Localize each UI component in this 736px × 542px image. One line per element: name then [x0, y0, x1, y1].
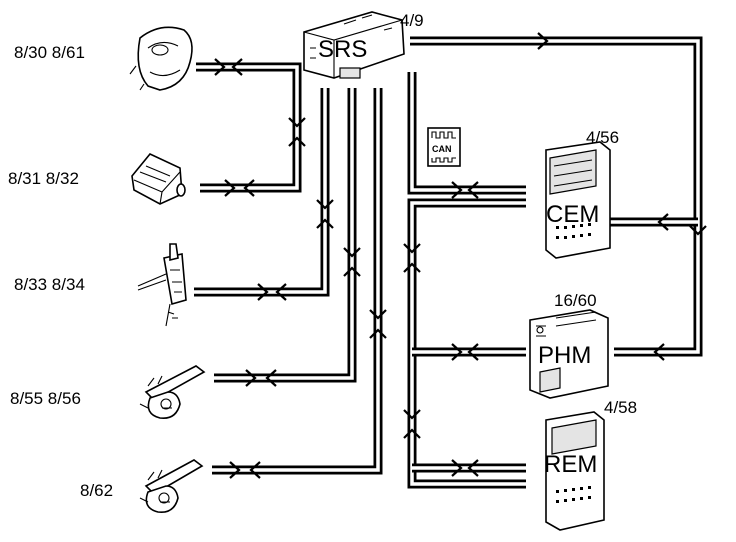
component-pretensioner-1: 8/55 8/56: [10, 365, 206, 420]
arrow-mark: [537, 32, 549, 50]
cem-ref: 4/56: [586, 128, 619, 147]
arrow-mark: [214, 58, 243, 76]
arrow-mark: [316, 199, 334, 229]
arrow-mark: [343, 247, 361, 277]
component-label: 8/55 8/56: [10, 389, 81, 408]
cem-label: CEM: [546, 201, 599, 228]
component-label: 8/31 8/32: [8, 169, 79, 188]
arrow-mark: [653, 343, 665, 361]
phm-ref: 16/60: [554, 291, 597, 310]
arrow-mark: [403, 409, 421, 439]
steering-wheel-airbag-icon: [129, 26, 193, 91]
srs-module: SRS 4/9: [303, 11, 424, 79]
component-crash-sensor: 8/33 8/34: [14, 243, 187, 327]
arrow-mark: [451, 181, 479, 199]
srs-label: SRS: [318, 36, 367, 63]
arrow-mark: [257, 283, 287, 301]
seatbelt-pretensioner-icon: [139, 365, 206, 420]
arrow-mark: [451, 343, 479, 361]
rem-ref: 4/58: [604, 398, 637, 417]
arrow-mark: [403, 243, 421, 273]
rem-module: REM 4/58: [544, 398, 637, 531]
phm-label: PHM: [538, 342, 591, 369]
arrow-mark: [369, 309, 387, 339]
arrow-mark: [224, 179, 255, 197]
component-label: 8/62: [80, 481, 113, 500]
arrow-mark: [245, 369, 277, 387]
arrow-mark: [657, 213, 669, 231]
passenger-airbag-icon: [131, 153, 186, 205]
component-steering-airbag: 8/30 8/61: [14, 26, 193, 91]
crash-sensor-icon: [137, 243, 187, 327]
phm-module: PHM 16/60: [529, 291, 609, 399]
seatbelt-pretensioner-icon: [139, 459, 204, 514]
can-bus-icon: CAN: [427, 127, 461, 167]
srs-ref: 4/9: [400, 11, 424, 30]
wires: [194, 36, 703, 489]
component-label: 8/33 8/34: [14, 275, 85, 294]
component-label: 8/30 8/61: [14, 43, 85, 62]
signal-arrows: [214, 32, 707, 479]
arrow-mark: [229, 461, 261, 479]
arrow-mark: [288, 117, 306, 147]
component-pretensioner-2: 8/62: [80, 459, 204, 514]
arrow-mark: [451, 459, 479, 477]
rem-label: REM: [544, 451, 597, 478]
cem-module: CEM 4/56: [545, 128, 619, 259]
can-label: CAN: [432, 144, 452, 154]
component-passenger-airbag: 8/31 8/32: [8, 153, 186, 205]
arrow-mark: [689, 225, 707, 236]
